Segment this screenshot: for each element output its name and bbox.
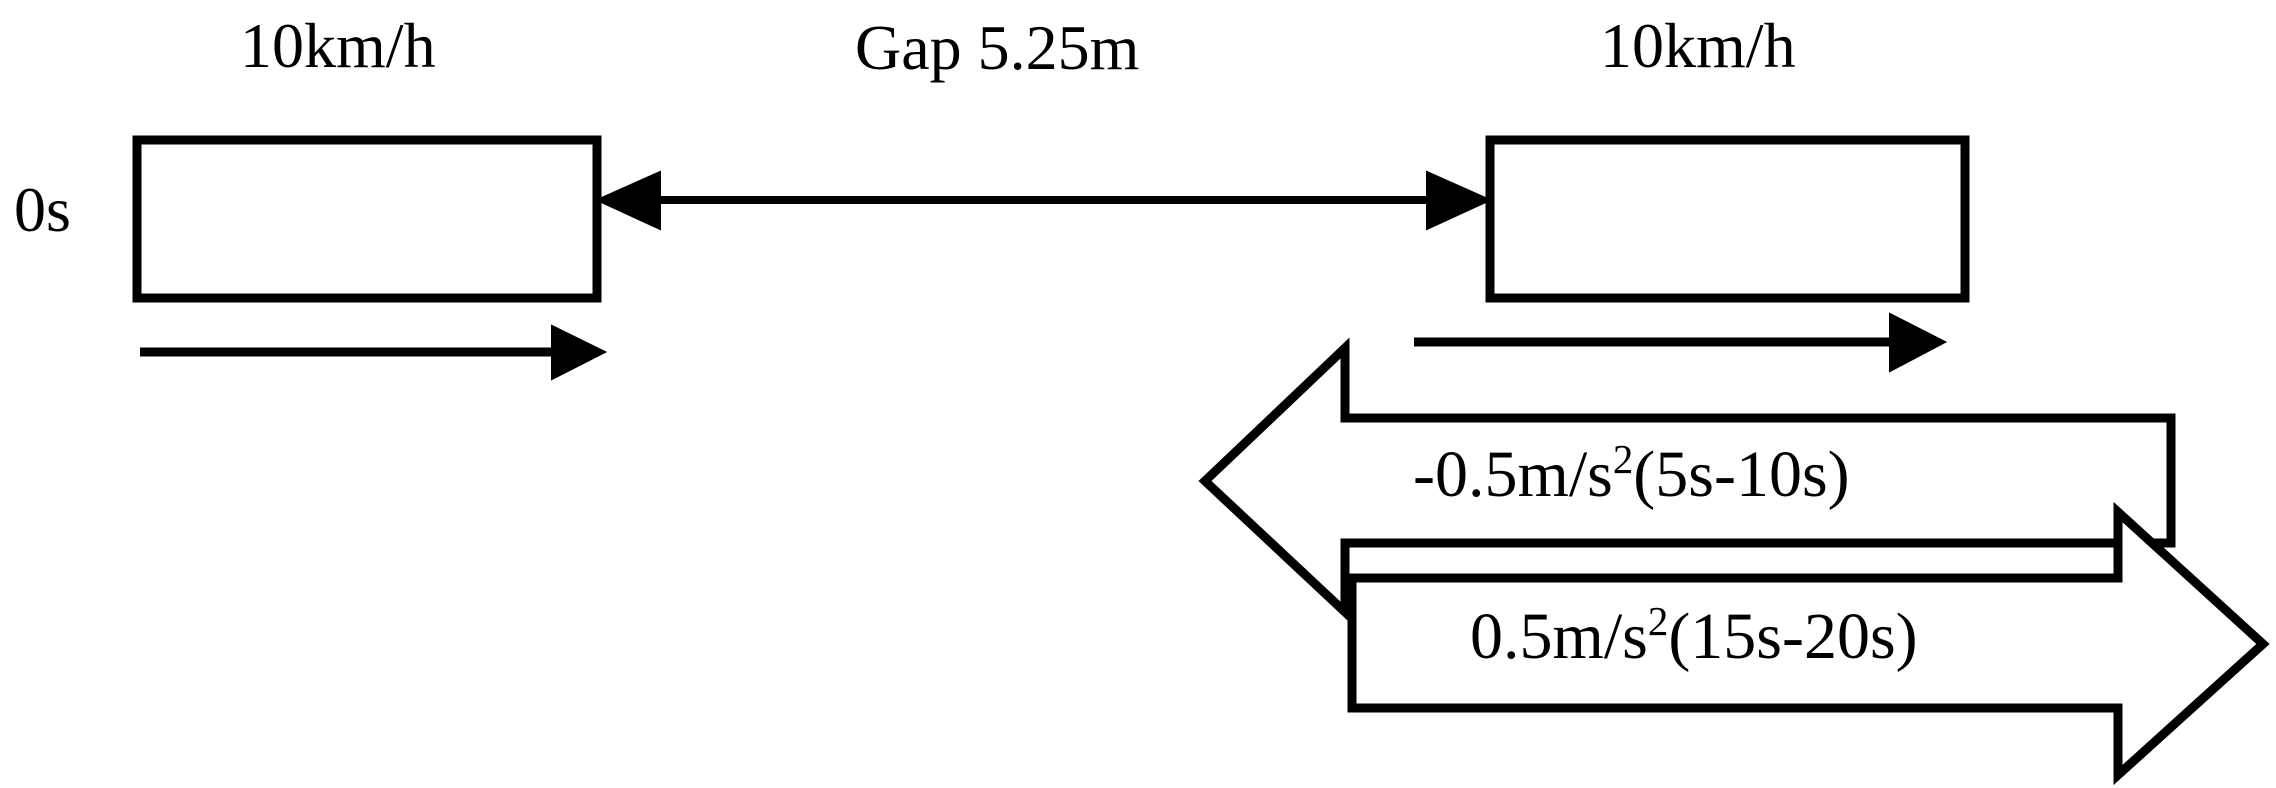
left-velocity-arrow-head: [551, 324, 608, 381]
acceleration-interval: (15s-20s): [1668, 600, 1918, 673]
right-vehicle-speed-label: 10km/h: [1600, 10, 1796, 81]
gap-arrow: [594, 170, 1493, 231]
right-velocity-arrow-head: [1889, 312, 1948, 373]
acceleration-label: 0.5m/s2(15s-20s): [1470, 601, 1918, 670]
deceleration-block-arrow: [1198, 337, 2176, 623]
acceleration-value: 0.5m/s: [1470, 600, 1648, 673]
acceleration-block-arrow: [1347, 501, 2270, 786]
time-label: 0s: [14, 174, 71, 245]
left-vehicle-box: [132, 135, 602, 303]
deceleration-exponent: 2: [1612, 437, 1634, 482]
gap-arrow-head-left: [594, 170, 661, 231]
deceleration-label: -0.5m/s2(5s-10s): [1413, 439, 1850, 508]
deceleration-interval: (5s-10s): [1633, 438, 1850, 511]
deceleration-value: -0.5m/s: [1413, 438, 1613, 511]
right-vehicle-velocity-arrow: [1414, 312, 1948, 373]
gap-arrow-head-right: [1426, 170, 1493, 231]
gap-label: Gap 5.25m: [855, 12, 1140, 83]
left-vehicle-velocity-arrow: [140, 324, 608, 381]
acceleration-exponent: 2: [1647, 599, 1669, 644]
left-vehicle-speed-label: 10km/h: [240, 10, 436, 81]
right-vehicle-box: [1485, 135, 1970, 303]
